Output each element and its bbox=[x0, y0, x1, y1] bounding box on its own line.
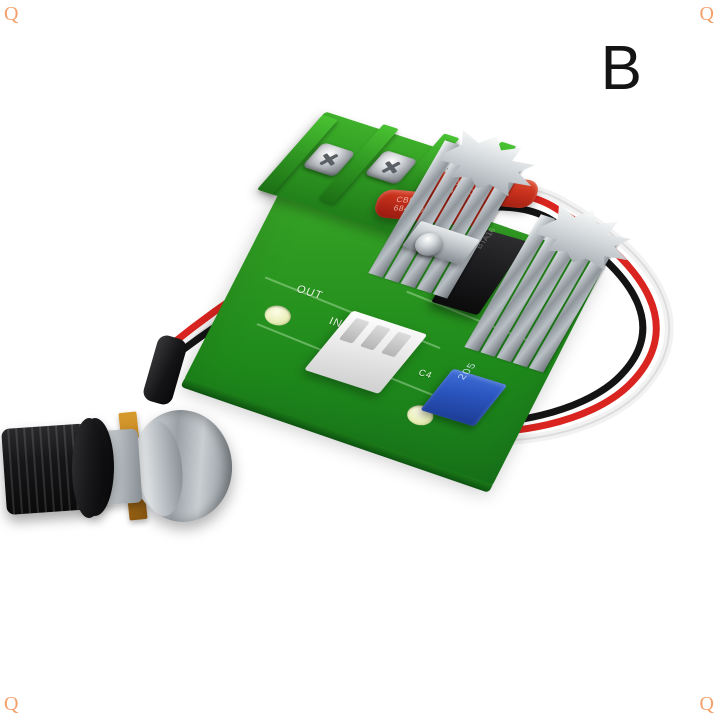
watermark-q-top-right: Q bbox=[699, 3, 714, 25]
rotary-potentiometer[interactable] bbox=[1, 400, 252, 570]
watermark-q-bottom-right: Q bbox=[699, 693, 714, 715]
potentiometer-knob-cap bbox=[72, 418, 106, 518]
watermark-q-top-left: Q bbox=[4, 3, 19, 25]
watermark-q-bottom-left: Q bbox=[4, 693, 19, 715]
variant-label: B bbox=[600, 34, 642, 103]
